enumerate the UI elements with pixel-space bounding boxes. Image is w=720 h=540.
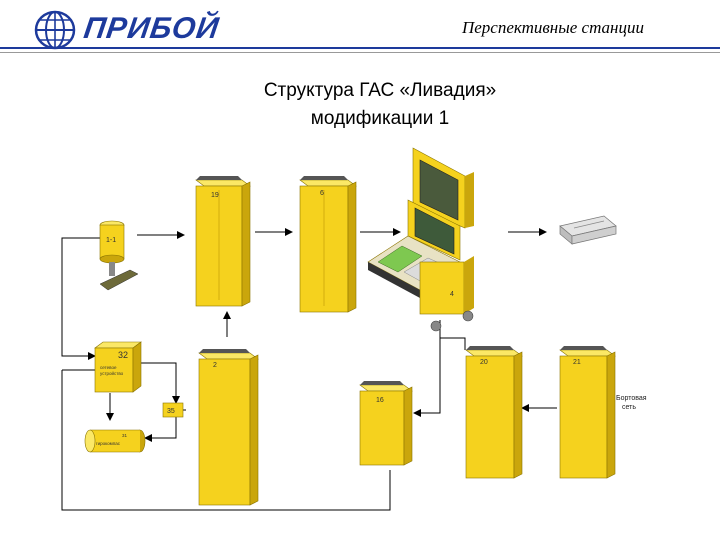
line-bottom-loop [61, 370, 391, 511]
console-4-label: 4 [450, 291, 454, 298]
cabinet-6: 6 [299, 176, 357, 313]
cabinet-20-label: 20 [480, 359, 488, 366]
cabinet-19: 19 [195, 176, 251, 307]
cyl-31-caption: гирокомпас [96, 441, 121, 446]
box-32: 32 сетевое устройство [94, 341, 142, 393]
cabinet-6-label: 6 [320, 190, 324, 197]
cabinet-21: 21 [559, 346, 616, 479]
cabinet-16-label: 16 [376, 397, 384, 404]
device-1-1-label: 1-1 [106, 237, 116, 244]
slide-title-line2: модификации 1 [310, 108, 450, 129]
line-4-to-20 [440, 337, 466, 350]
header-rule-blue [0, 47, 720, 49]
power-label-line1: Бортовая [616, 395, 647, 402]
arrow-35-to-31 [144, 417, 177, 442]
device-1-1: 1-1 [99, 220, 139, 291]
box-35-label: 35 [167, 408, 175, 415]
box-32-label: 32 [118, 350, 128, 360]
slide-header: ПРИБОЙ Перспективные станции [0, 0, 720, 60]
connection-lines [61, 228, 614, 511]
cabinet-20: 20 [465, 346, 523, 479]
header-rule-grey [0, 52, 720, 53]
slide-title-line1: Структура ГАС «Ливадия» [263, 80, 497, 101]
box-32-caption-a: сетевое [100, 365, 117, 370]
box-32-caption-b: устройство [100, 370, 124, 376]
box-35: 35 [162, 402, 184, 418]
cyl-31-label: 31 [122, 433, 128, 438]
line-1-1-to-32 [61, 237, 100, 360]
cabinet-21-label: 21 [573, 359, 581, 366]
cabinet-16: 16 [359, 381, 413, 466]
printer-icon [559, 215, 617, 245]
gyrocompass-31: 31 гирокомпас [84, 429, 146, 453]
section-title: Перспективные станции [461, 18, 644, 37]
power-label-line2: сеть [622, 404, 636, 411]
cabinet-19-label: 19 [211, 192, 219, 199]
cabinet-2-label: 2 [213, 362, 217, 369]
arrow-4-to-16 [413, 320, 441, 417]
operator-console-4: 4 [367, 147, 474, 332]
cabinet-2: 2 [198, 349, 259, 506]
